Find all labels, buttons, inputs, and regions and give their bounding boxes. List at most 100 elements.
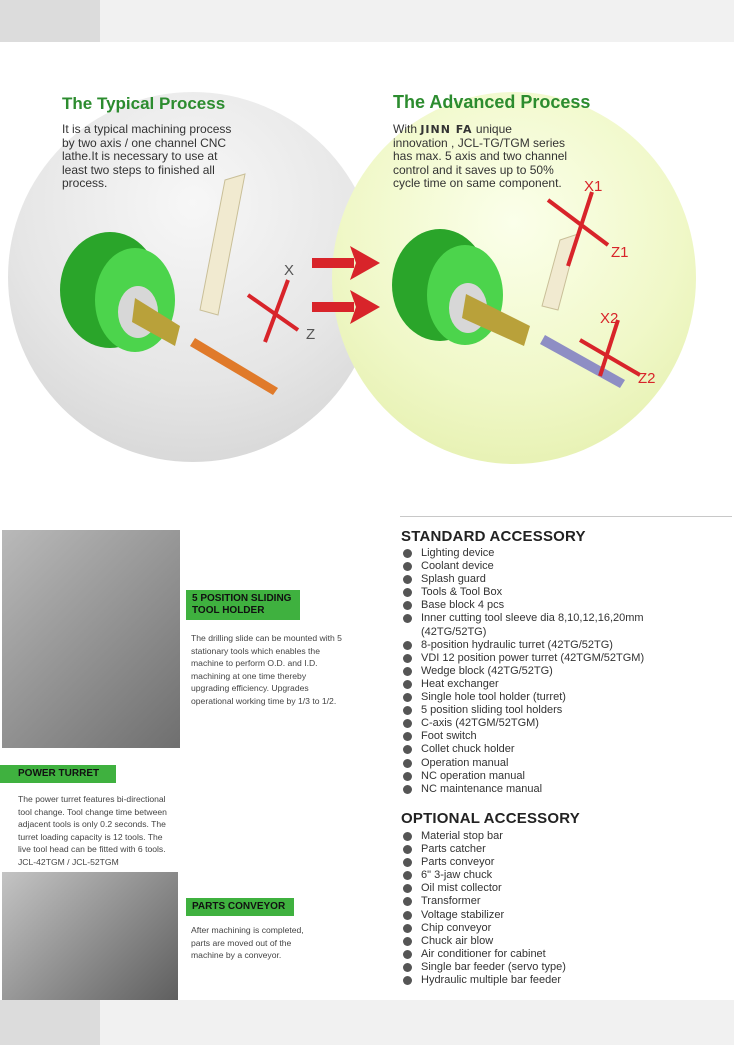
bottom-band: [0, 1000, 734, 1045]
bullet-icon: [403, 732, 412, 742]
list-item-label: Parts catcher: [421, 843, 486, 856]
drill-bit-2: [540, 335, 625, 388]
bullet-icon: [403, 897, 412, 907]
sliding-title-line1: 5 POSITION SLIDING: [192, 593, 292, 604]
list-item-label: Foot switch: [421, 730, 477, 743]
list-item-label: (42TG/52TG): [421, 625, 487, 638]
typical-process-title: The Typical Process: [62, 94, 226, 113]
bullet-icon: [403, 771, 412, 781]
list-item: Single bar feeder (servo type): [401, 961, 721, 974]
list-item: Lighting device: [401, 547, 721, 560]
list-item-label: Chip conveyor: [421, 921, 492, 934]
list-item-label: Splash guard: [421, 573, 486, 586]
arrow-upper: [312, 246, 380, 280]
top-band-tab: [0, 0, 100, 42]
bullet-icon: [403, 784, 412, 794]
advanced-process-title: The Advanced Process: [393, 92, 591, 112]
accessory-divider: [400, 516, 732, 517]
list-item-label: Single bar feeder (servo type): [421, 960, 566, 973]
top-band: [0, 0, 734, 42]
list-item: Oil mist collector: [401, 882, 721, 895]
list-item-label: Air conditioner for cabinet: [421, 947, 546, 960]
parts-conveyor-title: PARTS CONVEYOR: [186, 898, 294, 916]
list-item: Inner cutting tool sleeve dia 8,10,12,16…: [401, 612, 721, 638]
list-item: NC maintenance manual: [401, 783, 721, 796]
bullet-icon: [403, 858, 412, 868]
standard-accessory-list: Lighting device Coolant device Splash gu…: [401, 547, 721, 796]
typical-axis-z: Z: [306, 326, 316, 343]
bullet-icon: [403, 653, 412, 663]
bullet-icon: [403, 949, 412, 959]
bullet-icon: [403, 679, 412, 689]
list-item-label: Wedge block (42TG/52TG): [421, 664, 553, 677]
bullet-icon: [403, 614, 412, 624]
list-item-label: Parts conveyor: [421, 856, 495, 869]
list-item-label: C-axis (42TGM/52TGM): [421, 717, 539, 730]
bullet-icon: [403, 640, 412, 650]
list-item: C-axis (42TGM/52TGM): [401, 717, 721, 730]
tool-blank: [199, 173, 246, 316]
parts-conveyor-text: After machining is completed, parts are …: [191, 925, 304, 960]
list-item-label: Oil mist collector: [421, 882, 502, 895]
bullet-icon: [403, 549, 412, 558]
list-item-label: Inner cutting tool sleeve dia 8,10,12,16…: [421, 612, 644, 625]
list-item: 6" 3-jaw chuck: [401, 869, 721, 882]
workpiece-2: [462, 294, 530, 346]
list-item: Coolant device: [401, 560, 721, 573]
list-item-label: Transformer: [421, 895, 481, 908]
list-item: 5 position sliding tool holders: [401, 704, 721, 717]
list-item-label: Base block 4 pcs: [421, 599, 505, 612]
advanced-process-text: With JINN FA unique innovation , JCL-TG/…: [393, 122, 569, 191]
process-arrows: [312, 246, 380, 324]
list-item: Voltage stabilizer: [401, 909, 721, 922]
list-item: Parts catcher: [401, 843, 721, 856]
list-item-label: Operation manual: [421, 756, 509, 769]
list-item-label: 5 position sliding tool holders: [421, 704, 563, 717]
bullet-icon: [403, 884, 412, 894]
list-item-label: Voltage stabilizer: [421, 908, 505, 921]
drill-bit: [190, 338, 278, 395]
list-item: Heat exchanger: [401, 678, 721, 691]
bullet-icon: [403, 745, 412, 755]
list-item-label: Single hole tool holder (turret): [421, 691, 566, 704]
typical-process-text: It is a typical machining process by two…: [62, 122, 232, 190]
list-item: Wedge block (42TG/52TG): [401, 665, 721, 678]
list-item: Hydraulic multiple bar feeder: [401, 974, 721, 987]
sliding-title-line2: TOOL HOLDER: [192, 605, 265, 616]
bullet-icon: [403, 976, 412, 986]
bullet-icon: [403, 588, 412, 598]
list-item: Foot switch: [401, 730, 721, 743]
bullet-icon: [403, 706, 412, 716]
list-item-label: Chuck air blow: [421, 934, 494, 947]
axis-arrows: [246, 279, 300, 343]
sliding-tool-holder-title: 5 POSITION SLIDING TOOL HOLDER: [186, 590, 300, 620]
list-item: Tools & Tool Box: [401, 586, 721, 599]
bullet-icon: [403, 562, 412, 572]
advanced-text-prefix: With: [393, 122, 417, 136]
advanced-axis-x2: X2: [600, 310, 619, 327]
list-item-label: Coolant device: [421, 560, 494, 573]
list-item: Air conditioner for cabinet: [401, 948, 721, 961]
list-item: Chip conveyor: [401, 922, 721, 935]
parts-conveyor-photo: [2, 872, 178, 1000]
list-item-label: Hydraulic multiple bar feeder: [421, 974, 562, 987]
bullet-icon: [403, 832, 412, 841]
tool-blank-2: [541, 233, 579, 311]
bullet-icon: [403, 666, 412, 676]
bullet-icon: [403, 693, 412, 703]
optional-accessory-title: OPTIONAL ACCESSORY: [401, 810, 580, 827]
list-item: Base block 4 pcs: [401, 599, 721, 612]
list-item: VDI 12 position power turret (42TGM/52TG…: [401, 652, 721, 665]
bullet-icon: [403, 910, 412, 920]
list-item: 8-position hydraulic turret (42TG/52TG): [401, 639, 721, 652]
list-item: Material stop bar: [401, 830, 721, 843]
list-item: Single hole tool holder (turret): [401, 691, 721, 704]
optional-accessory-list: Material stop bar Parts catcher Parts co…: [401, 830, 721, 987]
bullet-icon: [403, 923, 412, 933]
list-item-label: Collet chuck holder: [421, 743, 515, 756]
bullet-icon: [403, 601, 412, 611]
sliding-tool-holder-photo: [2, 530, 180, 748]
advanced-process-illustration: [392, 191, 642, 388]
list-item-label: NC maintenance manual: [421, 782, 543, 795]
arrow-lower: [312, 290, 380, 324]
